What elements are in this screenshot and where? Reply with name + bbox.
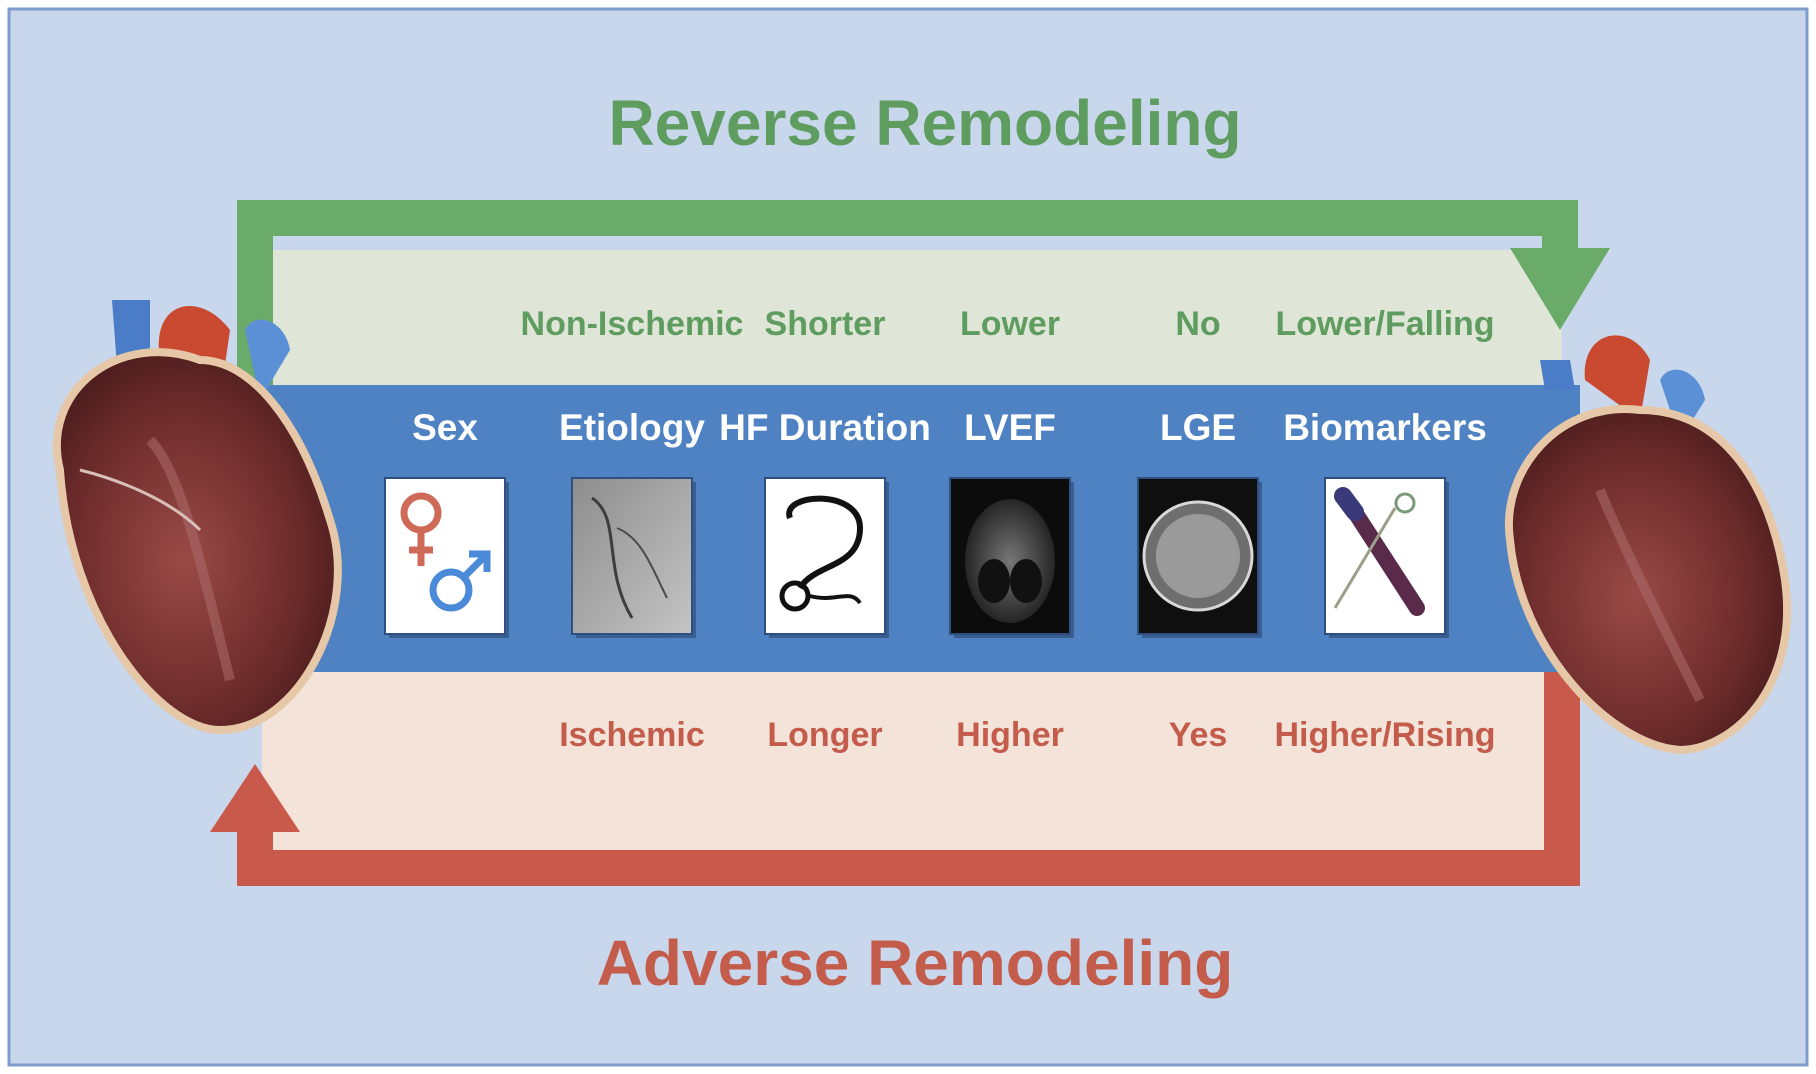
reverse-arrow <box>237 200 1610 385</box>
factor-label: LVEF <box>964 407 1056 448</box>
blood-tube-icon <box>1324 477 1446 635</box>
factor-label: Biomarkers <box>1283 407 1487 448</box>
reverse-value: Lower/Falling <box>1275 305 1494 343</box>
adverse-value: Yes <box>1169 716 1228 754</box>
reverse-value: No <box>1175 305 1220 343</box>
factor-label: Sex <box>412 407 478 448</box>
echocardiogram-icon <box>949 477 1071 635</box>
sex-symbols-icon <box>384 477 506 635</box>
stethoscope-icon <box>764 477 886 635</box>
factor-label: LGE <box>1160 407 1236 448</box>
reverse-value: Lower <box>960 305 1060 343</box>
adverse-value: Higher <box>956 716 1064 754</box>
cardiac-mri-icon <box>1137 477 1259 635</box>
right-heart-illustration <box>1504 335 1791 755</box>
reverse-value: Shorter <box>765 305 886 343</box>
factor-label: HF Duration <box>719 407 931 448</box>
angiogram-icon <box>571 477 693 635</box>
factor-column: Sex <box>384 407 509 638</box>
adverse-arrow <box>210 672 1580 886</box>
adverse-value: Higher/Rising <box>1274 716 1495 754</box>
left-heart-illustration <box>52 300 342 735</box>
adverse-value: Ischemic <box>559 716 705 754</box>
adverse-panel <box>262 670 1562 850</box>
reverse-value: Non-Ischemic <box>521 305 744 343</box>
adverse-remodeling-title: Adverse Remodeling <box>597 927 1234 999</box>
adverse-value: Longer <box>767 716 882 754</box>
reverse-panel <box>262 250 1562 388</box>
reverse-remodeling-title: Reverse Remodeling <box>608 87 1241 159</box>
factor-label: Etiology <box>559 407 705 448</box>
